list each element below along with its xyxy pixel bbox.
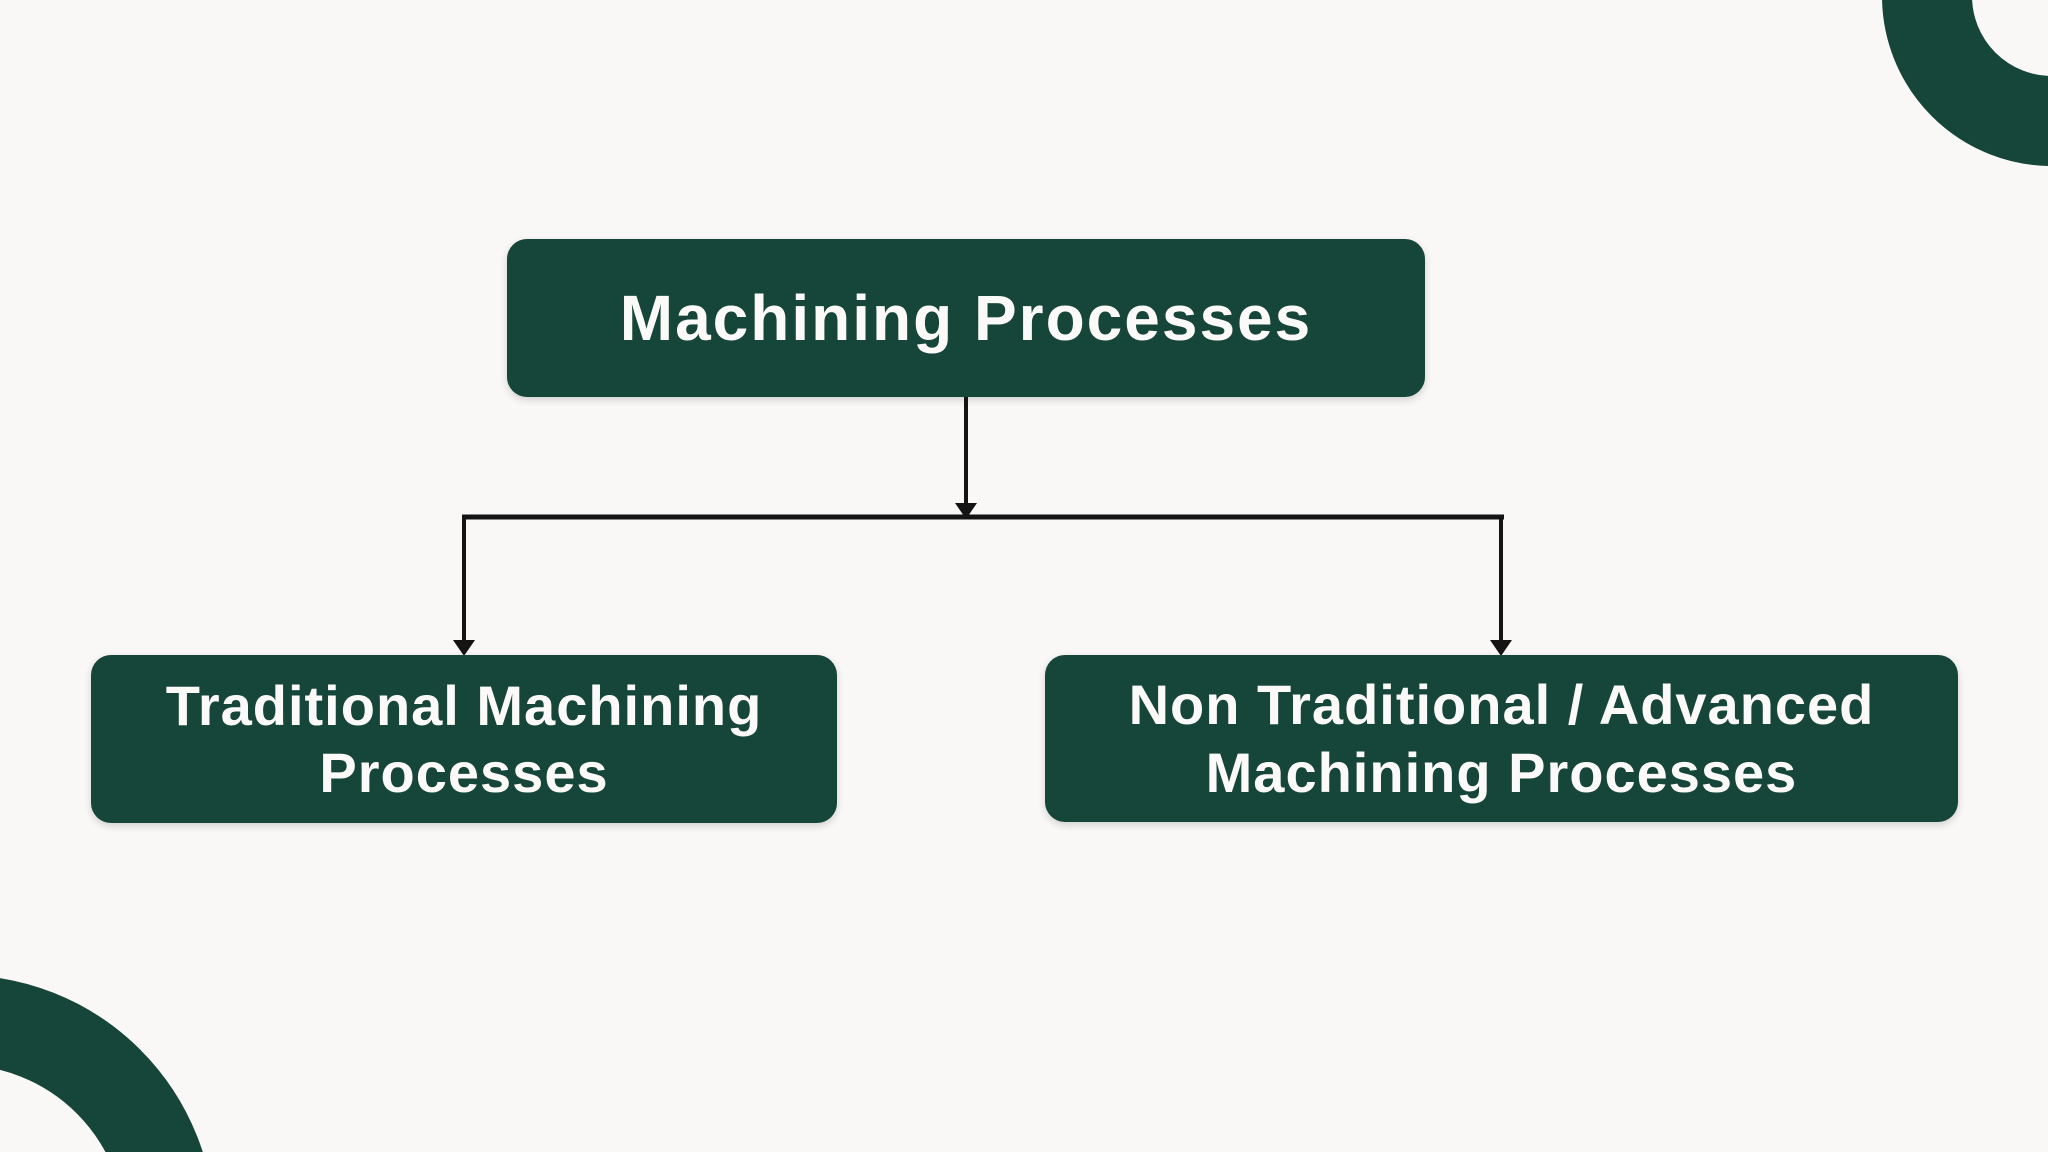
arrowhead-down-icon bbox=[453, 640, 475, 656]
quarter-ring-decoration-icon bbox=[1882, 0, 2048, 166]
node-non-traditional-advanced-machining-processes: Non Traditional / Advanced Machining Pro… bbox=[1045, 655, 1958, 822]
arrowhead-down-icon bbox=[1490, 640, 1512, 656]
node-label-line: Machining Processes bbox=[1205, 740, 1798, 804]
node-label-line: Non Traditional / Advanced bbox=[1128, 673, 1875, 737]
quarter-ring-decoration-icon bbox=[0, 975, 215, 1152]
arrowhead-down-icon bbox=[955, 503, 977, 519]
node-traditional-machining-processes: Traditional Machining Processes bbox=[91, 655, 837, 823]
node-label-line: Traditional Machining bbox=[165, 673, 763, 737]
node-label: Machining Processes bbox=[619, 282, 1313, 354]
node-label-line: Processes bbox=[319, 741, 609, 804]
node-machining-processes: Machining Processes bbox=[507, 239, 1425, 397]
